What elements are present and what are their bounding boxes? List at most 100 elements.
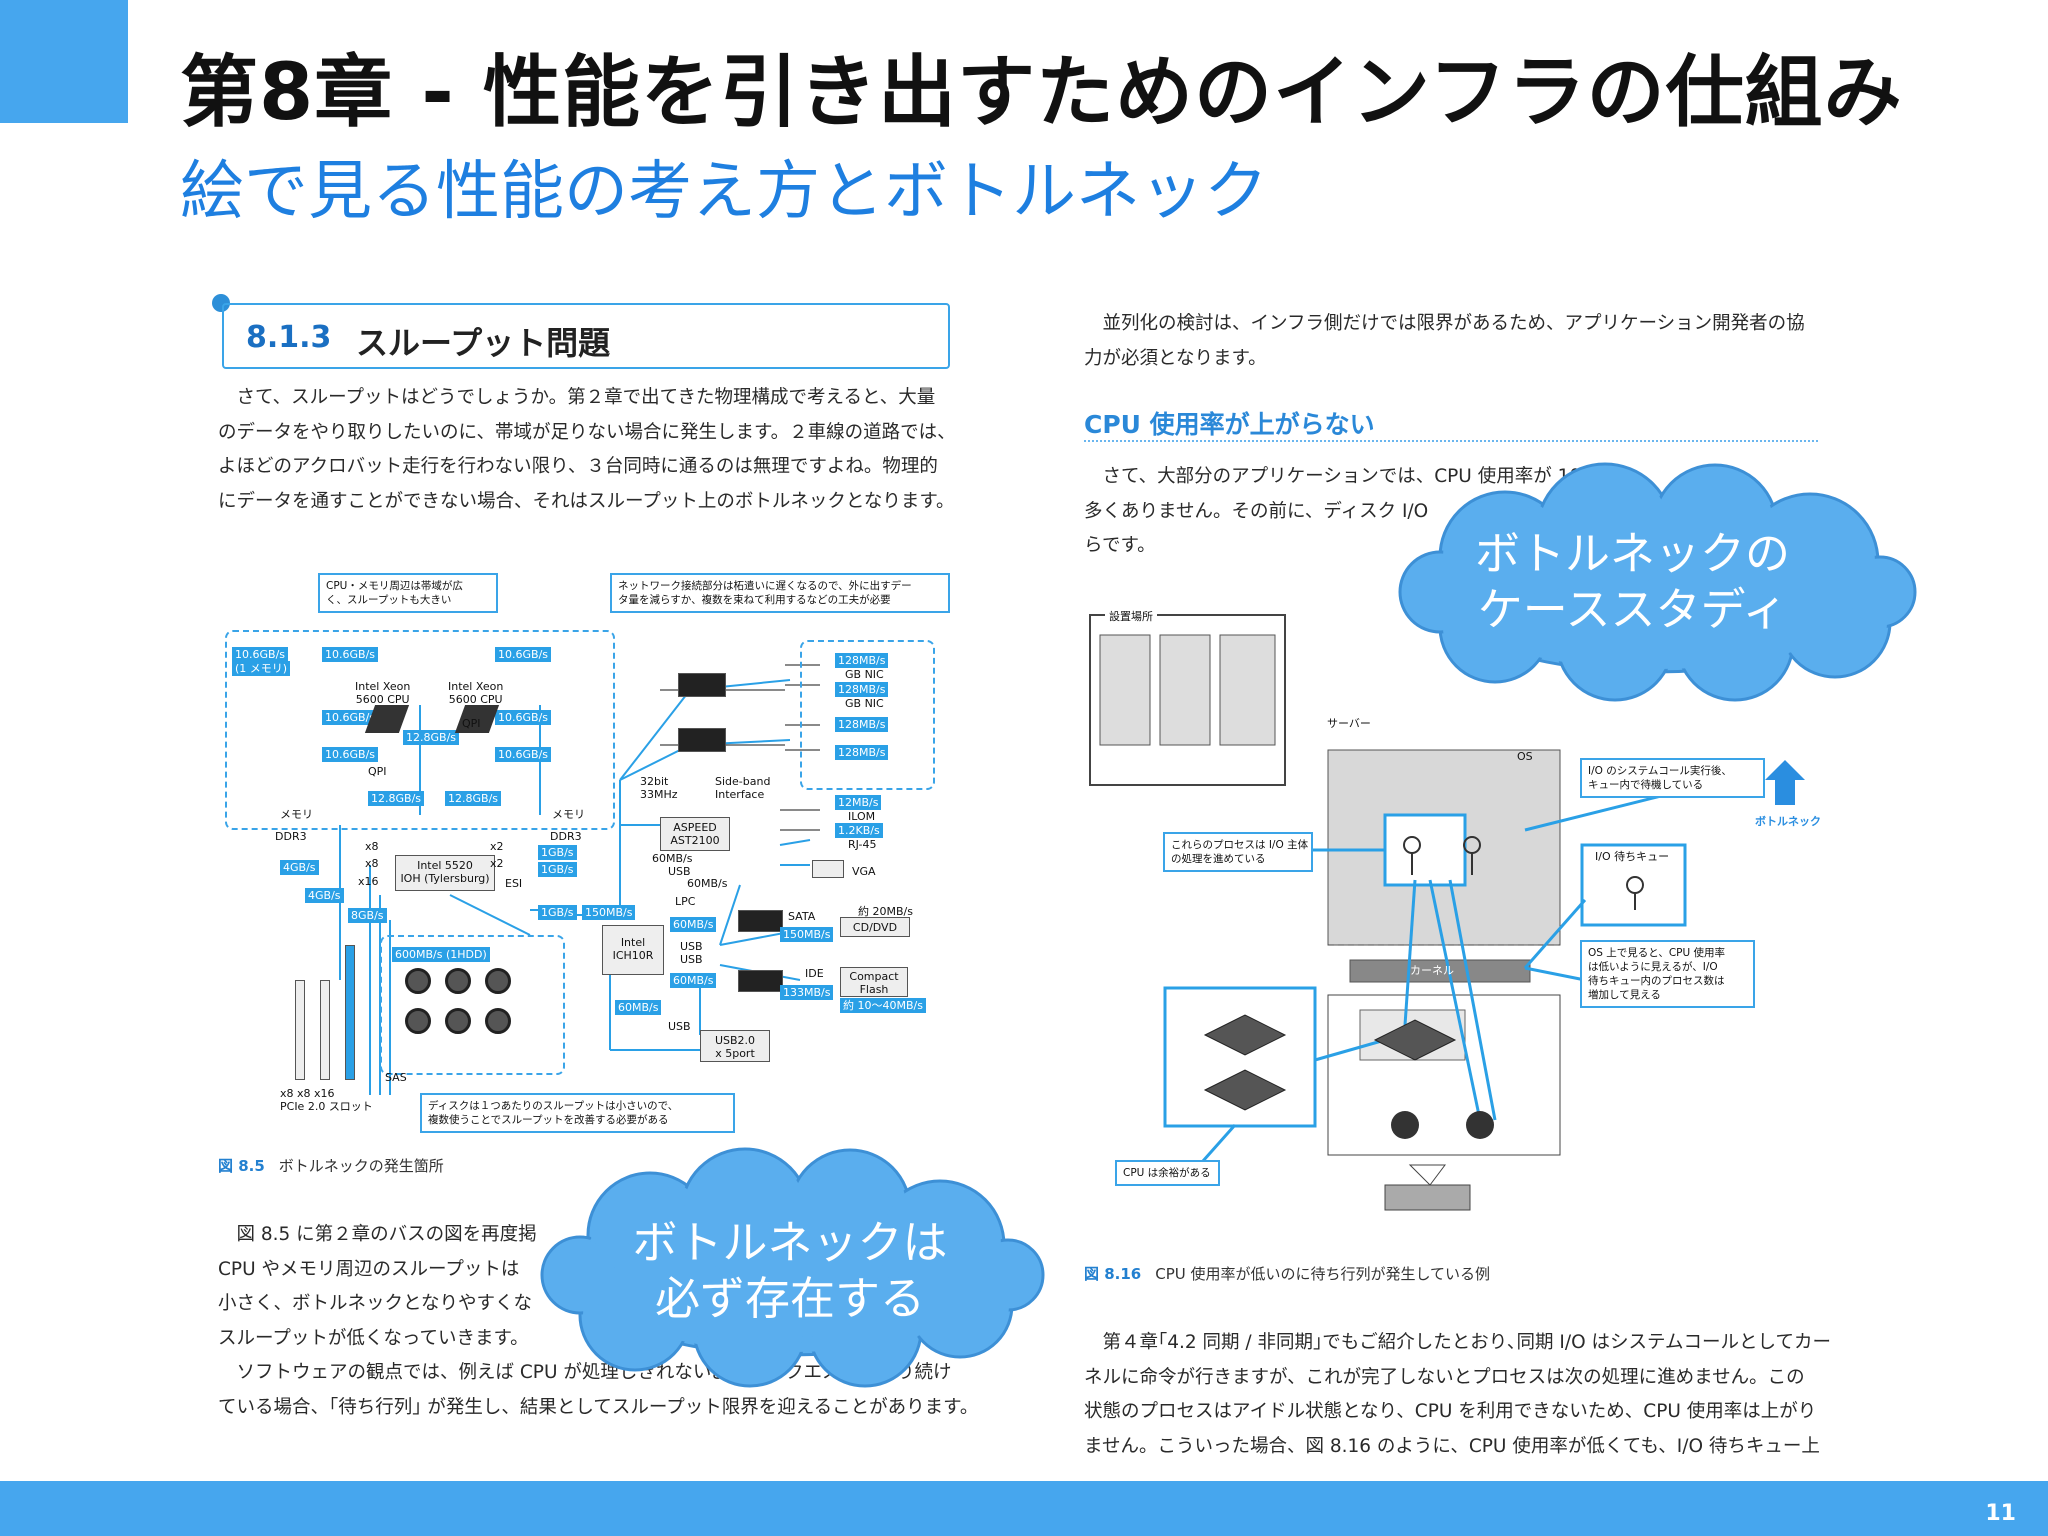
- callout-line: OS 上で見ると、CPU 使用率: [1588, 947, 1726, 959]
- section-number: 8.1.3: [246, 320, 332, 355]
- vga-port: [812, 860, 844, 878]
- lane-label: x8: [365, 857, 379, 870]
- callout-cpu-memory: CPU・メモリ周辺は帯域が広 く、スループットも大きい: [318, 573, 498, 613]
- cloud-line: 必ず存在する: [654, 1272, 925, 1325]
- right-paragraph-1: 並列化の検討は、インフラ側だけでは限界があるため、アプリケーション開発者の協 力…: [1084, 307, 1805, 376]
- caption-text: CPU 使用率が低いのに待ち行列が発生している例: [1155, 1265, 1491, 1283]
- cpu-label: Intel Xeon 5600 CPU: [355, 680, 410, 706]
- cpu-memory-zone: [225, 630, 615, 830]
- callout-line: ディスクは１つあたりのスループットは小さいので、: [428, 1100, 679, 1112]
- cloud-line: ボトルネックは: [632, 1216, 948, 1269]
- bw-label: (1 メモリ): [232, 661, 291, 676]
- disk-icon: [405, 1008, 431, 1034]
- aspeed-line: ASPEED: [673, 821, 717, 834]
- bw-label: 128MB/s: [835, 682, 889, 697]
- text-line: よほどのアクロバット走行を行わない限り、３台同時に通るのは無理ですよね。物理的: [218, 456, 938, 477]
- callout-process: これらのプロセスは I/O 主体 の処理を進めている: [1163, 832, 1313, 872]
- cloud-text: ボトルネックは 必ず存在する: [607, 1215, 973, 1327]
- bw-label: 128MB/s: [835, 717, 889, 732]
- usb-label: USB: [668, 865, 691, 878]
- lane-label: x16: [358, 875, 379, 888]
- disk-icon: [405, 968, 431, 994]
- cddvd-drive: CD/DVD: [840, 917, 910, 937]
- bw-label: 133MB/s: [780, 985, 834, 1000]
- sideband-line: Interface: [715, 788, 765, 801]
- bus-line: 32bit: [640, 775, 669, 788]
- bw-label: 4GB/s: [305, 888, 344, 903]
- bw-text: 約 20MB/s: [858, 905, 913, 918]
- bus-label: 32bit 33MHz: [640, 775, 678, 801]
- usb-label: USB: [680, 940, 703, 953]
- cloud-case-study: ボトルネックの ケーススタディ: [1385, 462, 1925, 702]
- bw-label: 12.8GB/s: [445, 791, 501, 806]
- text-line: 第４章｢4.2 同期 / 非同期｣でもご紹介したとおり､同期 I/O はシステム…: [1084, 1332, 1831, 1353]
- usb-ports: USB2.0 x 5port: [700, 1030, 770, 1062]
- text-line: ません。こういった場合、図 8.16 のように、CPU 使用率が低くても、I/O…: [1084, 1435, 1820, 1457]
- callout-line: 待ちキュー内のプロセス数は: [1588, 975, 1725, 987]
- section-heading-box: [222, 303, 950, 369]
- right-heading: CPU 使用率が上がらない: [1084, 410, 1375, 439]
- nic-label: GB NIC: [845, 668, 884, 681]
- sideband-line: Side-band: [715, 775, 771, 788]
- bw-label: 1GB/s: [538, 905, 577, 920]
- callout-line: は低いように見えるが、I/O: [1588, 961, 1718, 973]
- lpc-label: LPC: [675, 895, 696, 908]
- server-label: サーバー: [1327, 717, 1371, 730]
- ilom-label: ILOM: [848, 810, 876, 823]
- cpu-label-line: Intel Xeon: [448, 680, 504, 693]
- sata-label: SATA: [788, 910, 816, 923]
- bw-label: 128MB/s: [835, 745, 889, 760]
- ioh-line: Intel 5520: [417, 859, 473, 872]
- bw-label: 10.6GB/s: [322, 710, 378, 725]
- cloud-bottleneck-exists: ボトルネックは 必ず存在する: [530, 1145, 1050, 1390]
- disk-zone: [380, 935, 565, 1075]
- text-line: 図 8.5 に第２章のバスの図を再度掲: [218, 1224, 537, 1245]
- cpu-label: Intel Xeon 5600 CPU: [448, 680, 503, 706]
- bw-text: 60MB/s: [687, 877, 728, 890]
- callout-line: キュー内で待機している: [1588, 779, 1704, 791]
- bw-label: 600MB/s (1HDD): [392, 947, 490, 962]
- bw-label: 8GB/s: [348, 908, 387, 923]
- memory-label: メモリ: [280, 808, 313, 821]
- bw-label: 10.6GB/s: [495, 647, 551, 662]
- bw-label: 1GB/s: [538, 862, 577, 877]
- text-line: さて、スループットはどうでしょうか。第２章で出てきた物理構成で考えると、大量: [218, 387, 936, 408]
- sata-chip: [738, 910, 783, 932]
- esi-label: ESI: [505, 877, 523, 890]
- lane-label: x8: [365, 840, 379, 853]
- io-wait-diagram: 設置場所 サーバー OS カーネル ボトルネック I/O 待ちキュー I/O の…: [1085, 600, 1835, 1230]
- cf-line: Flash: [859, 983, 889, 996]
- ide-chip: [738, 970, 783, 992]
- bw-label: 10.6GB/s: [322, 747, 378, 762]
- network-chip: [678, 673, 726, 697]
- section-title: スループット問題: [356, 324, 611, 362]
- bw-label: 12.8GB/s: [403, 730, 459, 745]
- sideband-label: Side-band Interface: [715, 775, 770, 801]
- section-dot: [212, 294, 230, 312]
- text-line: 多くありません。その前に、ディスク I/O: [1084, 500, 1429, 522]
- text-line: スループットが低くなっていきます。: [218, 1327, 529, 1349]
- bw-label: 10.6GB/s: [495, 710, 551, 725]
- right-paragraph-2: さて、大部分のアプリケーションでは、CPU 使用率が 100 多くありません。そ…: [1084, 460, 1593, 564]
- bw-label: 10.6GB/s: [322, 647, 378, 662]
- network-zone: [800, 640, 935, 790]
- callout-disk: ディスクは１つあたりのスループットは小さいので、 複数使うことでスループットを改…: [420, 1093, 735, 1133]
- pcie-slot: [320, 980, 330, 1080]
- disk-icon: [445, 1008, 471, 1034]
- usb20-line: x 5port: [715, 1047, 755, 1060]
- callout-line: ネットワーク接続部分は柘遣いに遅くなるので、外に出すデー: [618, 580, 912, 592]
- compact-flash: Compact Flash: [840, 967, 908, 997]
- memory-label: メモリ: [552, 808, 585, 821]
- kernel-label: カーネル: [1410, 964, 1454, 977]
- text-line: ネルに命令が行きますが、これが完了しないとプロセスは次の処理に進めません。この: [1084, 1366, 1805, 1388]
- network-chip: [678, 728, 726, 752]
- bw-label: 150MB/s: [780, 927, 834, 942]
- caption-number: 図 8.5: [218, 1157, 265, 1175]
- callout-syscall: I/O のシステムコール実行後、 キュー内で待機している: [1580, 758, 1765, 798]
- bw-label: 1.2KB/s: [835, 823, 883, 838]
- bw-label: 60MB/s: [670, 973, 717, 988]
- ddr3-label: DDR3: [550, 830, 582, 843]
- ich-line: Intel: [620, 936, 646, 949]
- slide-subtitle: 絵で見る性能の考え方とボトルネック: [180, 155, 1268, 229]
